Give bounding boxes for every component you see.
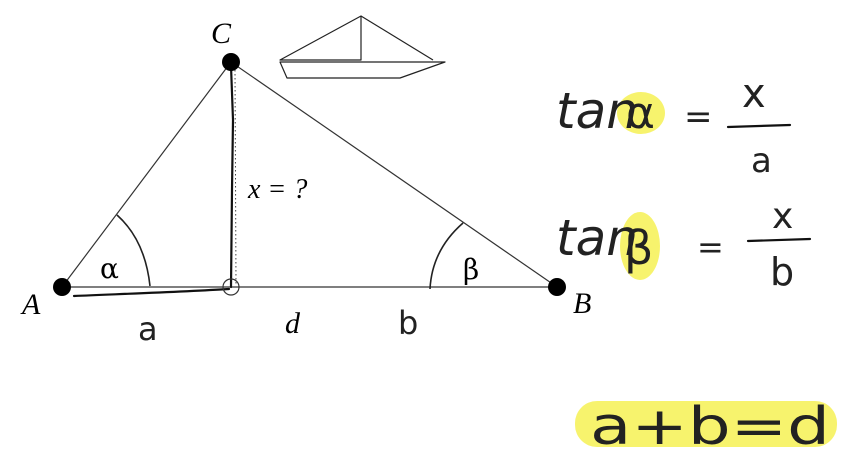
highlight-sum <box>575 401 837 447</box>
tan-alpha-denominator: a <box>751 141 772 181</box>
tan-beta-numerator: x <box>772 196 793 237</box>
boat-sail-right <box>360 15 434 61</box>
tan-alpha-func: tan <box>556 82 638 140</box>
vertex-b-label: B <box>573 287 591 320</box>
height-line-dotted <box>234 69 237 286</box>
triangle <box>61 61 558 288</box>
segment-a-stroke <box>72 287 231 298</box>
highlight-beta <box>620 212 660 280</box>
vertex-a-label: A <box>20 288 41 321</box>
boat-hull <box>279 61 446 79</box>
vertex-b-dot <box>548 278 566 296</box>
equation-tan-beta: tan β = x b <box>556 196 812 294</box>
tan-beta-fraction-bar <box>746 237 812 243</box>
tan-alpha-fraction-bar <box>726 123 792 129</box>
tan-alpha-angle: α <box>626 88 655 139</box>
tan-beta-func: tan <box>556 209 638 267</box>
vertex-a-dot <box>53 278 71 296</box>
tan-alpha-eq: = <box>684 97 713 137</box>
angle-beta-arc <box>429 222 464 290</box>
boat-sail-left <box>279 15 362 61</box>
segment-a-label: a <box>138 310 158 348</box>
side-cb <box>230 61 558 288</box>
segment-b-label: b <box>398 304 418 342</box>
sum-equation: a+b=d <box>590 397 830 457</box>
highlight-alpha <box>617 92 665 134</box>
tan-beta-eq: = <box>697 228 724 266</box>
tan-beta-denominator: b <box>770 250 794 294</box>
angle-beta-label: β <box>463 253 479 286</box>
vertex-c-label: C <box>211 17 232 50</box>
boat-sketch <box>279 15 446 79</box>
highlights <box>575 92 837 447</box>
equation-tan-alpha: tan α = x a <box>556 71 792 181</box>
side-ac <box>61 61 232 288</box>
height-label: x = ? <box>247 174 307 205</box>
vertex-c-dot <box>222 53 240 71</box>
base-label: d <box>285 307 301 340</box>
foot-marker <box>222 278 240 296</box>
angle-alpha-arc <box>116 214 151 287</box>
tan-alpha-numerator: x <box>742 71 766 117</box>
angle-alpha-label: α <box>100 252 119 285</box>
tan-beta-angle: β <box>624 221 653 275</box>
height-line <box>229 64 235 289</box>
